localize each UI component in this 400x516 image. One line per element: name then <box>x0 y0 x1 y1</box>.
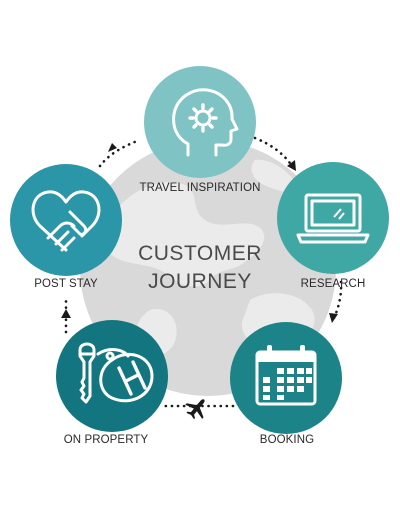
label-booking: BOOKING <box>259 434 315 446</box>
globe-land-1 <box>108 181 265 287</box>
arrowhead-4 <box>108 143 117 152</box>
arrowhead-1 <box>287 160 296 171</box>
globe-land-4 <box>251 159 300 193</box>
stage-circle-post-stay <box>10 164 122 276</box>
hotel-key-icon <box>78 342 154 404</box>
connector-inspiration-research <box>253 136 294 168</box>
stage-research <box>277 162 389 274</box>
label-research: RESEARCH <box>300 278 366 290</box>
stage-on-property <box>56 320 168 432</box>
stage-circle-research <box>277 162 389 274</box>
laptop-icon <box>296 193 370 244</box>
stage-booking <box>230 322 342 434</box>
title-line-1: CUSTOMER <box>138 242 262 265</box>
diagram-title: CUSTOMER JOURNEY <box>138 240 262 296</box>
stage-post-stay <box>10 164 122 276</box>
heart-handshake-icon <box>31 190 101 252</box>
stage-circle-booking <box>230 322 342 434</box>
label-post-stay: POST STAY <box>34 278 98 290</box>
stage-circle-travel-inspiration <box>144 66 256 178</box>
arrowhead-3 <box>61 309 71 318</box>
label-travel-inspiration: TRAVEL INSPIRATION <box>139 182 261 194</box>
arrowheads <box>61 143 338 323</box>
connector-research-booking <box>332 280 343 320</box>
airplane-icon <box>185 399 205 420</box>
label-on-property: ON PROPERTY <box>63 434 149 446</box>
calendar-icon <box>255 345 317 406</box>
connector-poststay-inspiration <box>98 138 142 168</box>
head-gear-icon <box>172 88 239 157</box>
stage-circle-on-property <box>56 320 168 432</box>
arrowhead-2 <box>329 313 338 323</box>
title-line-2: JOURNEY <box>148 270 252 293</box>
stage-travel-inspiration <box>144 66 256 178</box>
